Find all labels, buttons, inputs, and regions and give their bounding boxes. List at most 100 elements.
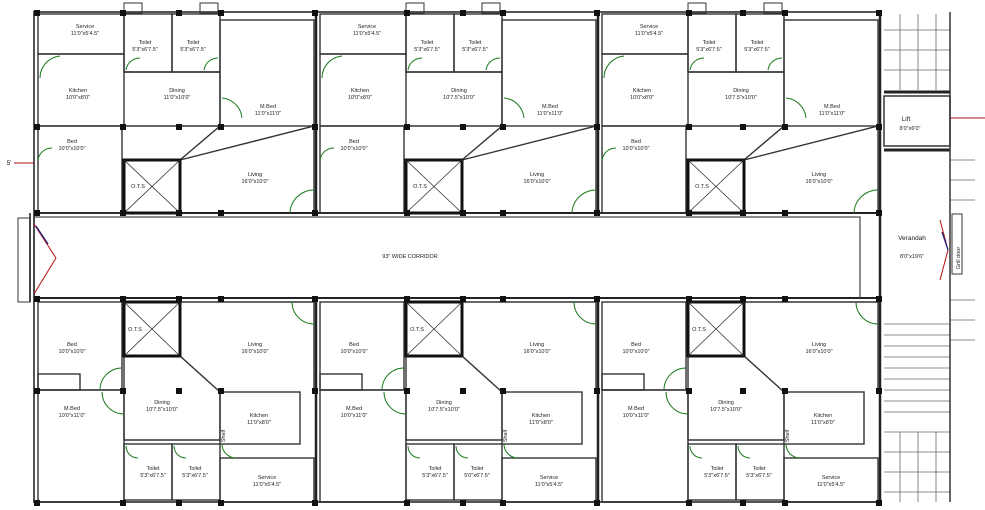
bottom-1-room-toilet-name: Toilet [471, 466, 484, 472]
top-2-room-toilet-name: Toilet [703, 40, 716, 46]
bottom-0-room-service-name: Service [258, 475, 276, 481]
top-0-room-m-bed-name: M.Bed [260, 104, 276, 110]
top-2-room-m-bed-size: 11'0"x11'0" [819, 111, 845, 117]
door-swings-bottom-2 [663, 301, 879, 459]
top-1-room-bed-size: 10'0"x10'0" [340, 146, 367, 152]
bottom-0-room-bed-size: 10'0"x10'0" [58, 349, 85, 355]
ots-shaft-bottom-1 [404, 300, 464, 358]
top-0-room-m-bed-size: 11'0"x11'0" [255, 111, 281, 117]
top-unit-walls-2 [601, 2, 879, 215]
bottom-1-room-dining-name: Dining [436, 400, 452, 406]
bottom-2-room-toilet-name: Toilet [711, 466, 724, 472]
top-1-room-toilet-name: Toilet [469, 40, 482, 46]
door-swings-top-2 [601, 55, 879, 214]
top-2-room-living-name: Living [812, 172, 826, 178]
bottom-1-room-service-name: Service [540, 475, 558, 481]
top-unit-walls-0 [37, 2, 315, 215]
top-1-room-o-t-s-name: O.T.S [413, 184, 427, 190]
top-0-room-kitchen-name: Kitchen [69, 88, 87, 94]
bottom-1-room-m-bed-size: 10'0"x11'0" [341, 413, 368, 419]
ots-shaft-top-0 [122, 158, 182, 215]
bottom-2-room-dining-size: 10'7.5"x10'0" [710, 407, 742, 413]
top-2-room-toilet-size: 5'3"x6'7.5" [744, 47, 770, 53]
bottom-0-room-toilet-name: Toilet [189, 466, 202, 472]
door-swings-top-0 [37, 55, 315, 214]
bottom-1-room-living-name: Living [530, 342, 544, 348]
top-2-room-living-size: 16'0"x10'0" [805, 179, 832, 185]
bottom-unit-walls-1 [319, 300, 597, 503]
top-1-room-toilet-size: 5'3"x6'7.5" [462, 47, 488, 53]
edge-mark: 5' [7, 160, 12, 167]
top-2-room-bed-size: 10'0"x10'0" [622, 146, 649, 152]
bottom-0-room-kitchen-name: Kitchen [250, 413, 268, 419]
top-2-room-m-bed-name: M.Bed [824, 104, 840, 110]
top-1-room-toilet-size: 5'3"x6'7.5" [414, 47, 440, 53]
bottom-0-room-m-bed-size: 10'0"x11'0" [59, 413, 86, 419]
top-0-room-living-size: 16'0"x10'0" [241, 179, 268, 185]
top-2-room-dining-size: 10'7.5"x10'0" [725, 95, 757, 101]
top-1-room-dining-name: Dining [451, 88, 467, 94]
bottom-1-room-o-t-s-name: O.T.S [410, 327, 424, 333]
top-0-room-toilet-size: 5'3"x6'7.5" [180, 47, 206, 53]
bottom-2-room-shelf-name: Shelf [785, 429, 791, 442]
bottom-1-room-kitchen-size: 11'0"x8'0" [529, 420, 553, 426]
bottom-2-room-bed-name: Bed [631, 342, 641, 348]
bottom-2-room-living-name: Living [812, 342, 826, 348]
door-swings-bottom-1 [381, 301, 597, 459]
units-layer: Service11'0"x5'4.5"Toilet5'3"x6'7.5"Toil… [34, 2, 882, 506]
top-2-room-dining-name: Dining [733, 88, 749, 94]
bottom-0-room-living-size: 16'0"x10'0" [241, 349, 268, 355]
top-0-room-dining-name: Dining [169, 88, 185, 94]
ots-shaft-bottom-2 [686, 300, 746, 358]
bottom-1-room-dining-size: 10'7.5"x10'0" [428, 407, 460, 413]
bottom-0-room-m-bed-name: M.Bed [64, 406, 80, 412]
bottom-0-room-bed-name: Bed [67, 342, 77, 348]
top-1-room-m-bed-name: M.Bed [542, 104, 558, 110]
bottom-2-room-bed-size: 10'0"x10'0" [622, 349, 649, 355]
ots-shaft-bottom-0 [122, 300, 182, 358]
top-2-room-toilet-size: 5'3"x6'7.5" [696, 47, 722, 53]
bottom-1-room-toilet-size: 5'0"x6'7.5" [464, 473, 490, 479]
top-1-room-service-size: 11'0"x5'4.5" [353, 31, 381, 37]
bottom-1-room-shelf-name: Shelf [503, 429, 509, 442]
bottom-1-room-m-bed-name: M.Bed [346, 406, 362, 412]
top-0-room-service-size: 11'0"x5'4.5" [71, 31, 99, 37]
top-2-room-kitchen-size: 10'0"x8'0" [630, 95, 654, 101]
top-2-room-bed-name: Bed [631, 139, 641, 145]
bottom-2-room-service-size: 11'0"x5'4.5" [817, 482, 845, 488]
bottom-2-room-dining-name: Dining [718, 400, 734, 406]
top-2-room-toilet-name: Toilet [751, 40, 764, 46]
top-1-room-dining-size: 10'7.5"x10'0" [443, 95, 475, 101]
bottom-0-room-living-name: Living [248, 342, 262, 348]
top-0-room-bed-name: Bed [67, 139, 77, 145]
bottom-0-room-dining-size: 10'7.5"x10'0" [146, 407, 178, 413]
bottom-0-room-toilet-name: Toilet [147, 466, 160, 472]
bottom-1-room-bed-size: 10'0"x10'0" [340, 349, 367, 355]
top-0-room-living-name: Living [248, 172, 262, 178]
top-unit-walls-1 [319, 2, 597, 215]
bottom-2-room-m-bed-size: 10'0"x11'0" [623, 413, 650, 419]
top-1-room-living-name: Living [530, 172, 544, 178]
bottom-0-room-kitchen-size: 11'0"x8'0" [247, 420, 271, 426]
ots-shaft-top-1 [404, 158, 464, 215]
grill-door-label: Grill door [956, 247, 962, 269]
verandah-name: Verandah [898, 235, 926, 242]
bottom-1-room-service-size: 11'0"x5'4.5" [535, 482, 563, 488]
bottom-0-room-toilet-size: 5'3"x6'7.5" [140, 473, 166, 479]
door-swings-bottom-0 [99, 301, 315, 459]
bottom-0-room-shelf-name: Shelf [221, 429, 227, 442]
bottom-0-room-toilet-size: 5'3"x6'7.5" [182, 473, 208, 479]
bottom-1-room-living-size: 16'0"x10'0" [523, 349, 550, 355]
top-0-room-bed-size: 10'0"x10'0" [58, 146, 85, 152]
top-0-room-service-name: Service [76, 24, 94, 30]
top-2-room-kitchen-name: Kitchen [633, 88, 651, 94]
top-2-room-o-t-s-name: O.T.S [695, 184, 709, 190]
lift-verandah-block: Lift 8'0"x6'0" Verandah 8'0"x19'6" Grill… [883, 12, 985, 502]
bottom-1-room-kitchen-name: Kitchen [532, 413, 550, 419]
top-0-room-dining-size: 11'0"x10'0" [164, 95, 191, 101]
top-1-room-kitchen-name: Kitchen [351, 88, 369, 94]
top-0-room-toilet-name: Toilet [187, 40, 200, 46]
bottom-1-room-toilet-name: Toilet [429, 466, 442, 472]
bottom-0-room-service-size: 11'0"x5'4.5" [253, 482, 281, 488]
